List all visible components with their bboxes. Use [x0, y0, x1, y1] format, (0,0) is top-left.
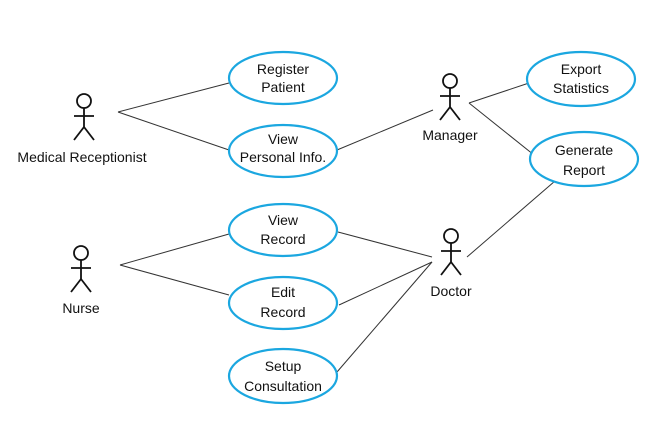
- line-receptionist-viewinfo: [117, 111, 230, 151]
- usecase-ellipse: [227, 202, 339, 258]
- line-nurse-viewrecord: [119, 233, 230, 266]
- usecase-label-line1: Edit: [271, 284, 295, 300]
- usecase-generate-report: Generate Report: [528, 130, 640, 188]
- usecase-label-line1: View: [268, 131, 299, 147]
- usecase-setup-consultation: Setup Consultation: [227, 347, 339, 405]
- line-viewrecord-doctor: [337, 231, 433, 258]
- usecase-ellipse: [227, 275, 339, 331]
- stick-figure-icon: [440, 228, 462, 276]
- actor-manager: Manager: [422, 73, 478, 143]
- usecase-label-line1: Export: [561, 61, 602, 77]
- usecase-label-line2: Report: [563, 162, 605, 178]
- actor-label: Medical Receptionist: [17, 149, 146, 165]
- usecase-label-line2: Personal Info.: [240, 149, 326, 165]
- usecase-label-line1: View: [268, 212, 299, 228]
- line-receptionist-register: [117, 82, 230, 113]
- usecase-label-line2: Record: [260, 231, 305, 247]
- line-setup-doctor: [336, 261, 433, 373]
- usecase-edit-record: Edit Record: [227, 275, 339, 331]
- stick-figure-icon: [439, 73, 461, 121]
- line-manager-report: [468, 102, 535, 156]
- usecase-label-line2: Record: [260, 304, 305, 320]
- line-manager-export: [468, 82, 530, 104]
- usecase-label-line1: Setup: [265, 358, 302, 374]
- actor-nurse: Nurse: [62, 245, 100, 316]
- usecase-label-line1: Register: [257, 61, 309, 77]
- actor-label: Nurse: [62, 300, 100, 316]
- usecase-ellipse: [227, 123, 339, 179]
- actor-doctor: Doctor: [430, 228, 472, 299]
- usecase-label-line1: Generate: [555, 142, 614, 158]
- actor-label: Doctor: [430, 283, 472, 299]
- usecase-ellipse: [227, 347, 339, 405]
- line-nurse-editrecord: [119, 264, 230, 296]
- usecase-ellipse: [227, 50, 339, 106]
- usecase-label-line2: Statistics: [553, 80, 609, 96]
- actor-label: Manager: [422, 127, 478, 143]
- actor-medical-receptionist: Medical Receptionist: [17, 93, 147, 165]
- line-doctor-report: [466, 180, 556, 258]
- associations: [117, 82, 556, 373]
- stick-figure-icon: [73, 93, 95, 141]
- usecase-ellipse: [528, 130, 640, 188]
- line-viewinfo-manager: [336, 109, 434, 151]
- usecase-label-line2: Consultation: [244, 378, 322, 394]
- line-editrecord-doctor: [338, 261, 433, 306]
- usecase-view-record: View Record: [227, 202, 339, 258]
- usecase-view-personal-info: View Personal Info.: [227, 123, 339, 179]
- usecase-register-patient: Register Patient: [227, 50, 339, 106]
- stick-figure-icon: [70, 245, 92, 293]
- usecase-ellipse: [525, 50, 637, 108]
- usecase-label-line2: Patient: [261, 79, 305, 95]
- usecase-export-statistics: Export Statistics: [525, 50, 637, 108]
